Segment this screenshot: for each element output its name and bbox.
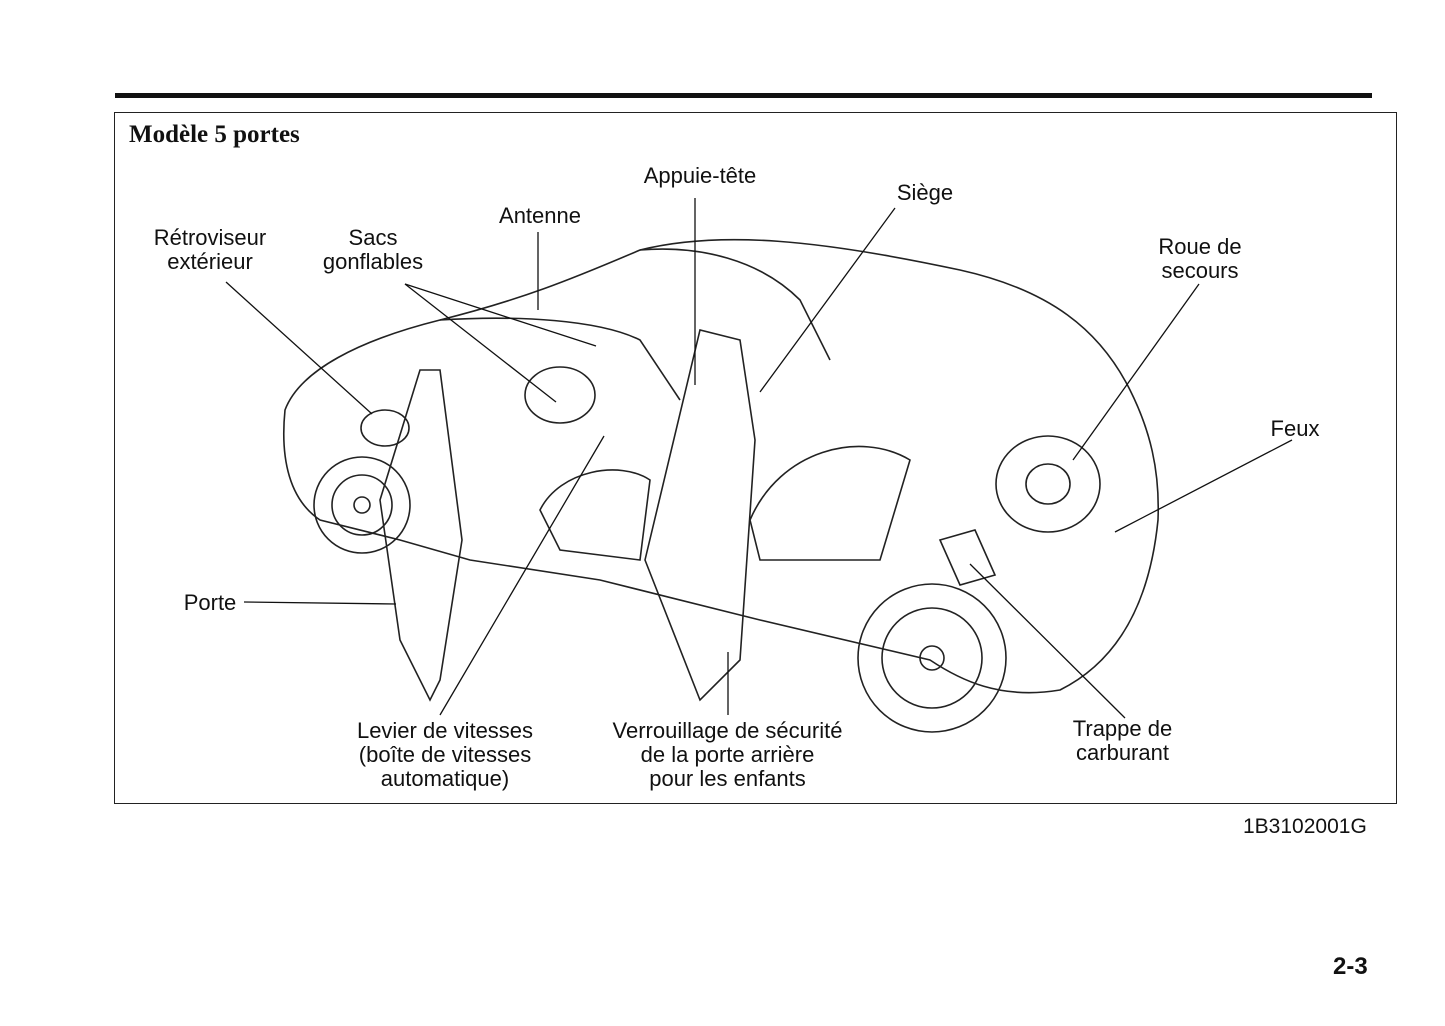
label-antenne: Antenne bbox=[499, 203, 581, 228]
leader-feux bbox=[1114, 439, 1293, 533]
leader-retroviseur bbox=[225, 281, 373, 415]
header-rule bbox=[115, 93, 1372, 98]
label-roue-de-secours: Roue de secours bbox=[1158, 234, 1242, 283]
leader-roue bbox=[1072, 283, 1200, 461]
page-number: 2-3 bbox=[1333, 953, 1368, 980]
figure-frame bbox=[114, 112, 1397, 804]
leader-lines bbox=[225, 198, 1293, 719]
label-feux: Feux bbox=[1270, 416, 1320, 441]
label-levier-de-vitesses: Levier de vitesses (boîte de vitesses au… bbox=[356, 718, 534, 791]
leader-porte bbox=[243, 601, 397, 605]
label-verrouillage: Verrouillage de sécurité de la porte arr… bbox=[612, 718, 843, 791]
label-appuie-tete: Appuie-tête bbox=[643, 163, 757, 188]
figure-code: 1B3102001G bbox=[1243, 815, 1367, 838]
leader-sacs-2 bbox=[404, 283, 597, 347]
label-porte: Porte bbox=[183, 590, 237, 615]
leader-siege bbox=[759, 207, 896, 393]
leader-trappe bbox=[969, 563, 1126, 719]
label-siege: Siège bbox=[896, 180, 954, 205]
label-sacs-gonflables: Sacs gonflables bbox=[322, 225, 424, 274]
label-trappe-de-carburant: Trappe de carburant bbox=[1072, 716, 1173, 765]
figure-title: Modèle 5 portes bbox=[129, 121, 300, 148]
leader-sacs-1 bbox=[404, 283, 557, 403]
leader-levier bbox=[439, 435, 605, 716]
car-outline bbox=[282, 238, 1160, 733]
label-retroviseur: Rétroviseur extérieur bbox=[153, 225, 267, 274]
